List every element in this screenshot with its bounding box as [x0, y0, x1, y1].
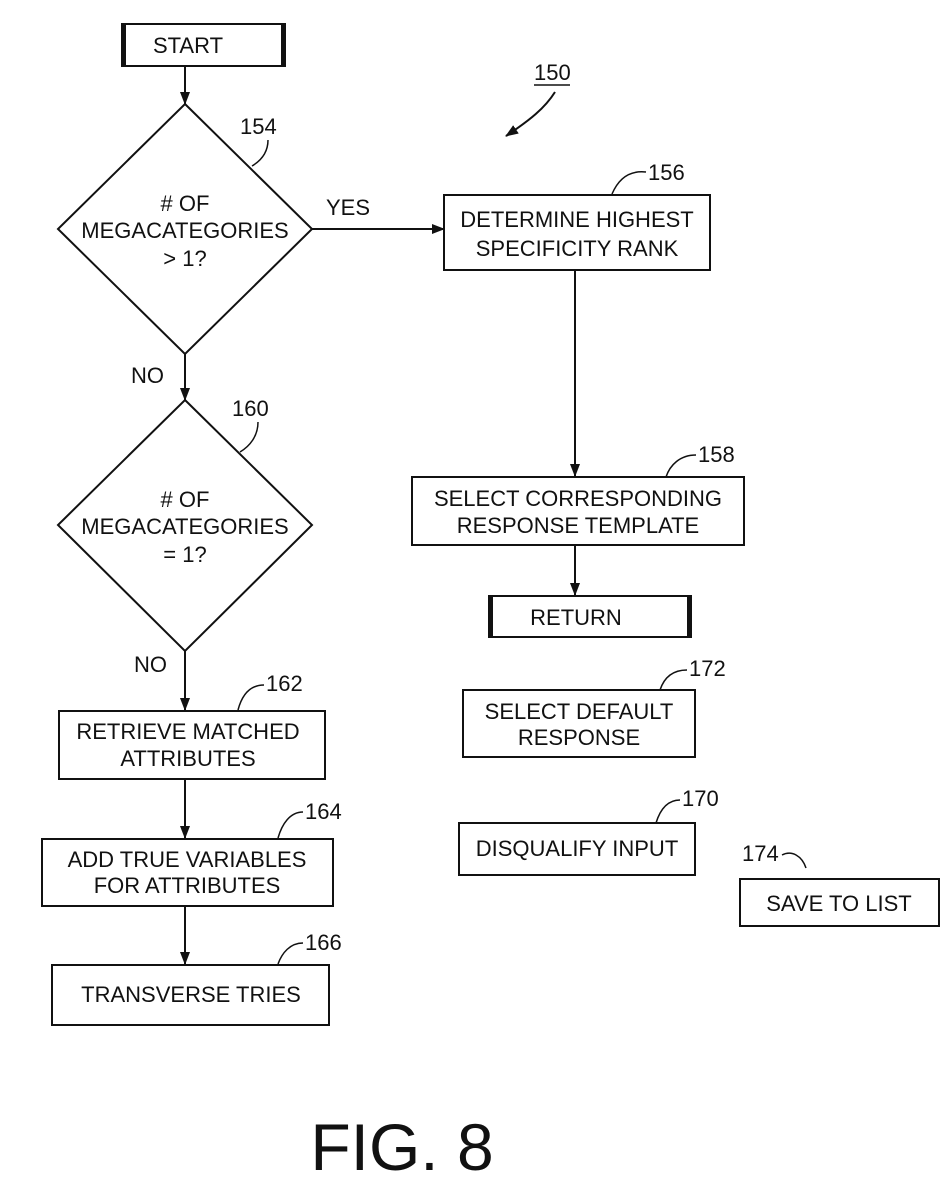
- process-box-172: SELECT DEFAULT RESPONSE 172: [462, 656, 726, 758]
- ref-150: 150: [534, 60, 571, 85]
- process-box-156: DETERMINE HIGHEST SPECIFICITY RANK 156: [443, 160, 711, 271]
- return-label: RETURN: [530, 605, 622, 630]
- decision-154-line3: > 1?: [163, 246, 206, 271]
- process-box-162: RETRIEVE MATCHED ATTRIBUTES 162: [58, 671, 326, 780]
- figure-caption: FIG. 8: [310, 1110, 493, 1182]
- ref-160: 160: [232, 396, 269, 421]
- ref-174-leader: [781, 852, 807, 869]
- decision-160: # OF MEGACATEGORIES = 1? 160: [56, 396, 314, 653]
- ref-154-leader: [251, 139, 269, 167]
- ref-174: 174: [742, 841, 779, 866]
- yes-label: YES: [326, 195, 370, 220]
- box-172-line2: RESPONSE: [518, 725, 640, 750]
- ref-156: 156: [648, 160, 685, 185]
- ref-164: 164: [305, 799, 342, 824]
- ref-170: 170: [682, 786, 719, 811]
- box-164-line2: FOR ATTRIBUTES: [94, 873, 281, 898]
- decision-160-line1: # OF: [161, 487, 210, 512]
- box-158-line1: SELECT CORRESPONDING: [434, 486, 722, 511]
- box-156-line1: DETERMINE HIGHEST: [460, 207, 693, 232]
- box-174-line1: SAVE TO LIST: [766, 891, 912, 916]
- box-162-line1: RETRIEVE MATCHED: [76, 719, 299, 744]
- ref-164-leader: [277, 811, 304, 839]
- process-box-158: SELECT CORRESPONDING RESPONSE TEMPLATE 1…: [411, 442, 745, 546]
- no-label-154: NO: [131, 363, 164, 388]
- process-box-164: ADD TRUE VARIABLES FOR ATTRIBUTES 164: [41, 799, 342, 907]
- return-terminal: RETURN: [488, 595, 692, 638]
- ref-162: 162: [266, 671, 303, 696]
- ref-158: 158: [698, 442, 735, 467]
- process-box-174: SAVE TO LIST 174: [739, 841, 940, 927]
- decision-160-line3: = 1?: [163, 542, 206, 567]
- box-158-line2: RESPONSE TEMPLATE: [457, 513, 699, 538]
- ref-166: 166: [305, 930, 342, 955]
- ref-170-leader: [655, 799, 681, 824]
- process-box-170: DISQUALIFY INPUT 170: [458, 786, 719, 876]
- no-label-160: NO: [134, 652, 167, 677]
- ref-166-leader: [277, 942, 304, 965]
- box-172-line1: SELECT DEFAULT: [485, 699, 674, 724]
- decision-154-line2: MEGACATEGORIES: [81, 218, 288, 243]
- process-box-166: TRANSVERSE TRIES 166: [51, 930, 342, 1026]
- box-166-line1: TRANSVERSE TRIES: [81, 982, 301, 1007]
- ref-158-leader: [665, 454, 697, 478]
- ref-150-arrow: [505, 91, 556, 137]
- ref-150-callout: 150: [505, 60, 571, 137]
- box-164-line1: ADD TRUE VARIABLES: [68, 847, 307, 872]
- ref-154: 154: [240, 114, 277, 139]
- start-terminal: START: [121, 23, 286, 67]
- box-156-line2: SPECIFICITY RANK: [476, 236, 679, 261]
- box-162-line2: ATTRIBUTES: [120, 746, 255, 771]
- ref-156-leader: [611, 171, 647, 195]
- start-label: START: [153, 33, 223, 58]
- box-170-line1: DISQUALIFY INPUT: [476, 836, 679, 861]
- ref-172: 172: [689, 656, 726, 681]
- decision-154: # OF MEGACATEGORIES > 1? 154: [56, 102, 314, 356]
- ref-172-leader: [659, 669, 688, 691]
- decision-160-line2: MEGACATEGORIES: [81, 514, 288, 539]
- ref-162-leader: [237, 684, 265, 711]
- decision-154-line1: # OF: [161, 191, 210, 216]
- ref-160-leader: [239, 421, 259, 453]
